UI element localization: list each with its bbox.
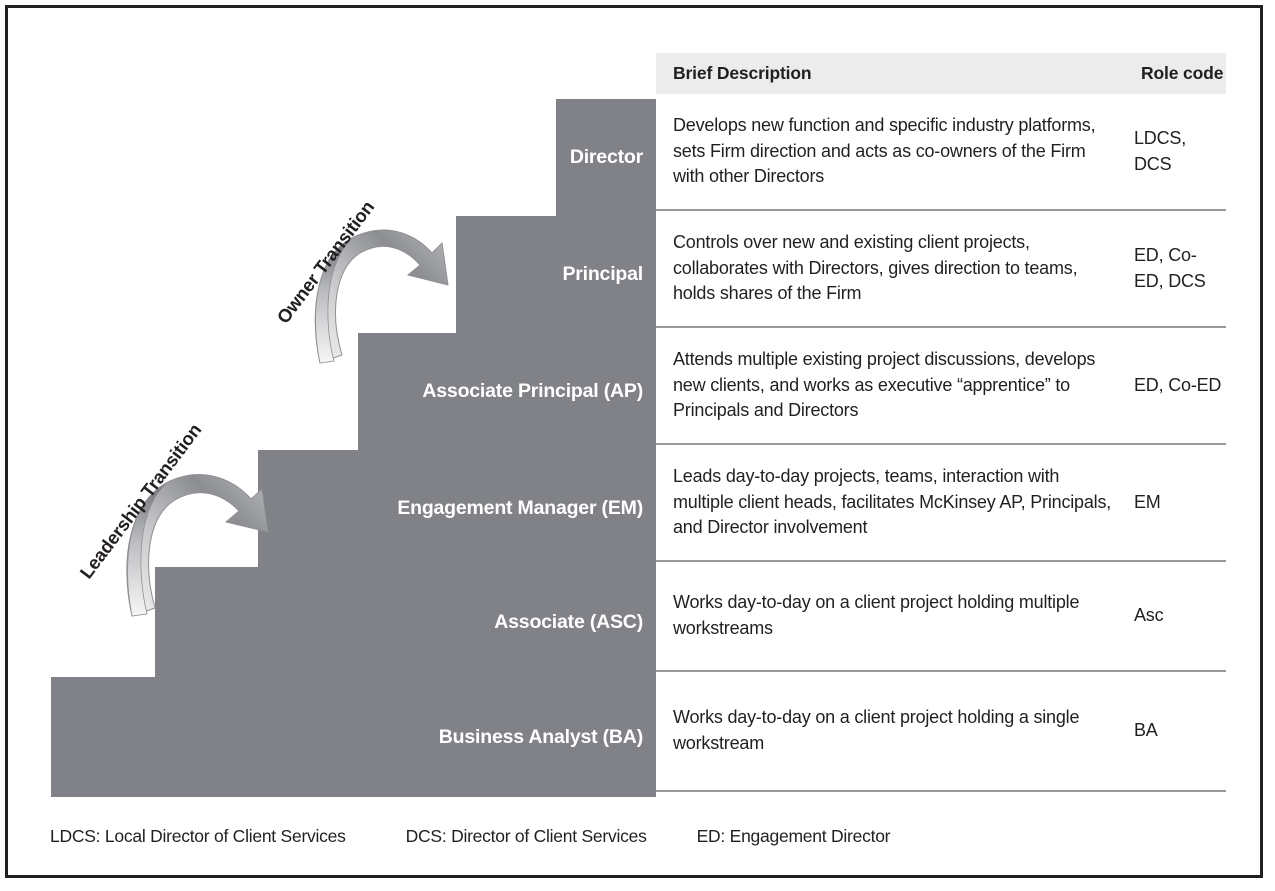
figure-frame: Director Principal Associate Principal (… <box>5 5 1263 878</box>
stair-label-principal: Principal <box>562 263 643 285</box>
cell-description: Works day-to-day on a client project hol… <box>673 707 1080 753</box>
footnote-item-ldcs: LDCS: Local Director of Client Services <box>50 825 346 846</box>
footnote-item-ed: ED: Engagement Director <box>696 825 891 846</box>
stair-label-director: Director <box>569 146 643 168</box>
stair-label-engagement-manager: Engagement Manager (EM) <box>397 497 643 519</box>
stair-label-business-analyst: Business Analyst (BA) <box>438 725 643 748</box>
table-row: Works day-to-day on a client project hol… <box>656 562 1226 672</box>
stair-associate-principal: Associate Principal (AP) <box>358 333 656 450</box>
stair-label-associate: Associate (ASC) <box>494 610 643 633</box>
roles-table: Brief Description Role code Develops new… <box>656 53 1226 792</box>
stair-label-associate-principal: Associate Principal (AP) <box>422 380 643 402</box>
column-header-role-code: Role code <box>1141 63 1224 83</box>
cell-description: Works day-to-day on a client project hol… <box>673 592 1080 638</box>
stair-business-analyst: Business Analyst (BA) <box>51 677 656 797</box>
table-row: Works day-to-day on a client project hol… <box>656 672 1226 792</box>
leadership-transition-arrow <box>126 474 269 617</box>
cell-role-code: Asc <box>1134 605 1164 626</box>
table-row: Develops new function and specific indus… <box>656 94 1226 211</box>
stair-principal: Principal <box>456 216 656 333</box>
footnote-item-dcs: DCS: Director of Client Services <box>405 825 647 846</box>
cell-role-code: LDCS, DCS <box>1134 127 1187 174</box>
cell-role-code: BA <box>1134 720 1158 741</box>
stair-engagement-manager: Engagement Manager (EM) <box>258 450 656 567</box>
column-header-description: Brief Description <box>673 63 812 83</box>
cell-role-code: EM <box>1134 491 1161 512</box>
stair-director: Director <box>556 99 656 216</box>
table-row: Attends multiple existing project discus… <box>656 328 1226 445</box>
cell-description: Controls over new and existing client pr… <box>673 232 1078 304</box>
cell-description: Attends multiple existing project discus… <box>673 349 1096 421</box>
table-row: Controls over new and existing client pr… <box>656 211 1226 328</box>
cell-description: Develops new function and specific indus… <box>673 115 1096 187</box>
table-row: Leads day-to-day projects, teams, intera… <box>656 445 1226 562</box>
footnote-legend: LDCS: Local Director of Client Services … <box>8 816 1260 856</box>
cell-role-code: ED, Co-ED, DCS <box>1134 244 1206 291</box>
table-header-row: Brief Description Role code <box>656 53 1226 94</box>
owner-transition-arrow <box>314 229 449 364</box>
cell-role-code: ED, Co-ED <box>1134 374 1222 395</box>
stair-associate: Associate (ASC) <box>155 567 656 677</box>
cell-description: Leads day-to-day projects, teams, intera… <box>673 466 1112 538</box>
